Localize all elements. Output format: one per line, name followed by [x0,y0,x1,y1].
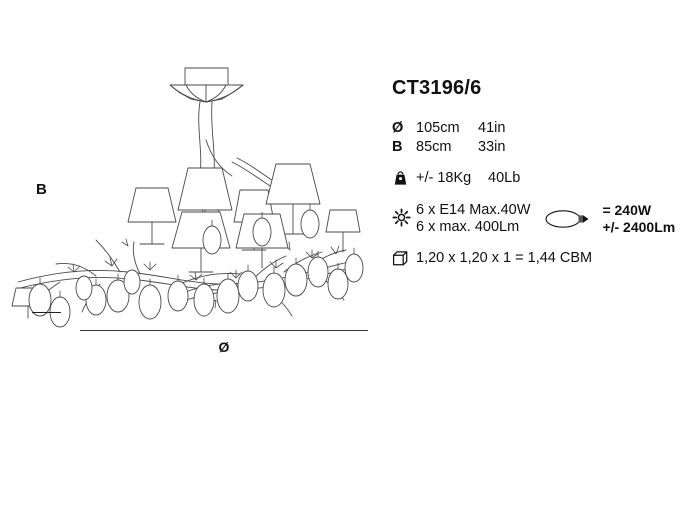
diameter-values: 105cm 41in [416,120,518,137]
lamp-socket-line: 6 x E14 Max.40W [416,202,531,218]
height-metric: 85cm [416,139,452,155]
dimension-label-height: B [36,181,47,198]
weight-values: +/- 18Kg 40Lb [416,170,528,187]
spec-row-diameter: Ø 105cm 41in [392,120,687,137]
height-icon: B [392,139,416,156]
dimension-line-width [80,330,368,331]
spec-row-weight: +/- 18Kg 40Lb [392,170,687,187]
specifications-panel: CT3196/6 Ø 105cm 41in B 85cm 33in [392,78,687,269]
height-icon-glyph: B [392,139,403,155]
height-values: 85cm 33in [416,139,518,156]
lamp-lumen-line: 6 x max. 400Lm [416,218,520,235]
diameter-icon-glyph: Ø [392,120,404,136]
weight-metric: +/- 18Kg [416,170,472,186]
lamp-totals: = 240W +/- 2400Lm [602,202,675,235]
diameter-imperial: 41in [478,120,506,136]
height-imperial: 33in [478,139,506,155]
page-title: CT3196/6 [392,77,482,99]
dimension-label-width: Ø [218,339,230,355]
dimension-tick-height [32,312,61,313]
diameter-icon: Ø [392,120,416,137]
weight-imperial: 40Lb [488,170,521,186]
lamp-details: 6 x E14 Max.40W 6 x max. 400Lm = 240W +/… [416,202,675,235]
diameter-metric: 105cm [416,120,460,136]
carton-box-icon [392,250,416,267]
lamp-text-block: 6 x E14 Max.40W 6 x max. 400Lm [416,202,530,235]
spec-row-height: B 85cm 33in [392,139,687,156]
light-bulb-sun-icon [392,202,416,227]
total-wattage: = 240W [602,202,652,218]
spec-row-carton: 1,20 x 1,20 x 1 = 1,44 CBM [392,250,687,267]
weight-icon [392,170,416,187]
dimensions-group: Ø 105cm 41in B 85cm 33in [392,120,687,156]
total-lumens: +/- 2400Lm [602,218,676,235]
product-line-drawing: B Ø [0,0,390,400]
spec-row-lamp: 6 x E14 Max.40W 6 x max. 400Lm = 240W +/… [392,202,687,235]
candle-bulb-icon [544,209,590,229]
carton-volume-text: 1,20 x 1,20 x 1 = 1,44 CBM [416,250,593,266]
